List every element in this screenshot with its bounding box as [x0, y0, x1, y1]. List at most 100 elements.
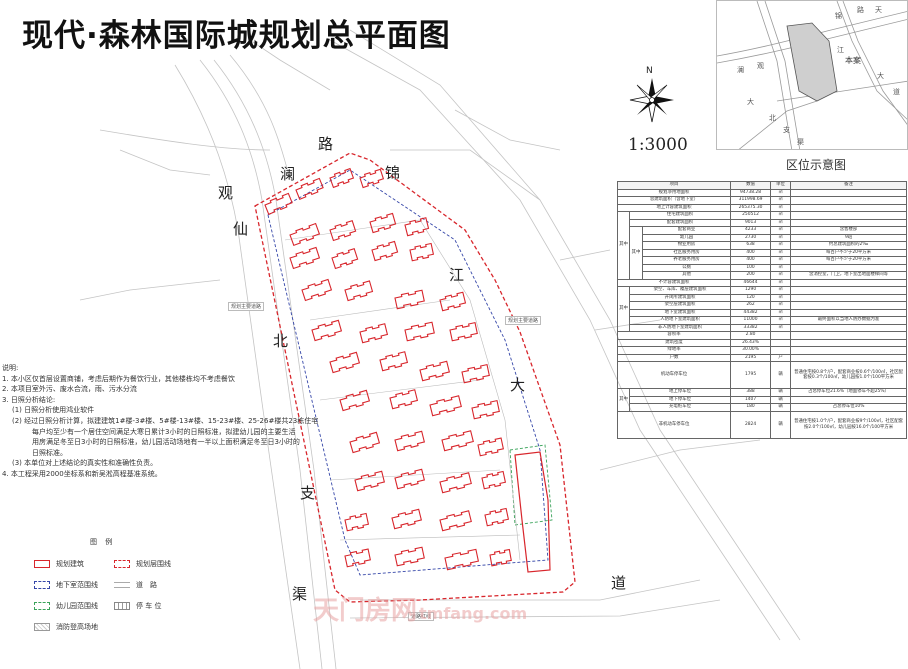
- building-footprint: [439, 291, 467, 312]
- road-label-jiang: 江: [449, 266, 465, 284]
- page-title: 现代·森林国际城规划总平面图: [22, 18, 451, 54]
- kindergarten-swatch-icon: [34, 602, 50, 610]
- row-value-cell: 388: [730, 388, 772, 397]
- row-unit-cell: [770, 338, 792, 347]
- legend-item: 规划层围线: [114, 559, 171, 569]
- row-label-cell: 不计容建筑面积: [616, 278, 732, 287]
- building-footprint: [461, 363, 490, 384]
- location-map: 天 锦 路 观 澜 江 本案 大 道 大 北 支 渠: [716, 0, 908, 150]
- kindergarten-outline: [509, 444, 553, 526]
- row-value-cell: 94738.28: [730, 188, 772, 197]
- row-unit-cell: 辆: [770, 388, 792, 397]
- row-label-cell: 架空层建筑面积: [628, 301, 732, 310]
- building-footprint: [489, 548, 512, 567]
- loc-label: 支: [783, 126, 790, 134]
- road-tag: 规划主要道路: [228, 302, 265, 311]
- loc-label: 本案: [845, 56, 861, 65]
- building-footprint: [311, 319, 343, 342]
- road-tag: 规划主要道路: [505, 316, 542, 325]
- row-label-cell: 容积率: [616, 331, 732, 340]
- row-unit-cell: ㎡: [770, 196, 792, 205]
- row-note-cell: [790, 203, 908, 212]
- loc-label: 观: [757, 62, 764, 70]
- row-label-cell: 地下室建筑面积: [628, 308, 732, 317]
- building-footprint: [394, 430, 426, 452]
- road-network: [79, 29, 801, 669]
- loc-label: 渠: [797, 138, 804, 146]
- road-label-guan: 观: [218, 184, 234, 202]
- road-swatch-icon: [114, 582, 130, 588]
- note-line: 用房满足冬至日3小时的日照标准，幼儿园活动场地有一半以上面积满足冬至日3小时的: [32, 438, 300, 447]
- parking-swatch-icon: [114, 602, 130, 610]
- building-footprint: [419, 360, 451, 382]
- legend-item: 规划建筑: [34, 559, 84, 569]
- row-unit-cell: ㎡: [770, 293, 792, 302]
- row-note-cell: [790, 323, 908, 332]
- building-footprint: [349, 431, 381, 454]
- legend: 图 例 规划建筑 规划层围线 地下室范围线 道 路 幼儿园范围线 停 车 位 消…: [28, 537, 228, 637]
- group-cell: 其中: [617, 211, 630, 280]
- note-line: 4. 本工程采用2000坐标系和新吴淞高程基准系统。: [2, 469, 162, 478]
- table-header-cell: 数值: [730, 181, 772, 190]
- building-footprint: [289, 246, 321, 270]
- row-unit-cell: ㎡: [770, 203, 792, 212]
- building-footprint: [359, 168, 385, 189]
- building-footprint: [394, 546, 425, 567]
- row-note-cell: [790, 218, 908, 227]
- loc-label: 道: [893, 88, 900, 96]
- loc-label: 天: [875, 6, 882, 14]
- row-value-cell: 638: [730, 241, 772, 250]
- row-unit-cell: 辆: [770, 410, 792, 439]
- building-footprint: [391, 508, 423, 530]
- road-label-lu: 路: [318, 135, 334, 153]
- row-note-cell: [790, 331, 908, 340]
- row-unit-cell: ㎡: [770, 323, 792, 332]
- scale-label: 1:3000: [628, 135, 688, 155]
- building-footprint: [441, 430, 474, 452]
- row-value-cell: 26.43%: [730, 338, 772, 347]
- internal-roads: [284, 219, 521, 561]
- row-value-cell: 311998.69: [730, 196, 772, 205]
- row-note-cell: 含售楼部: [790, 226, 908, 235]
- row-note-cell: [790, 308, 908, 317]
- legend-item: 地下室范围线: [34, 580, 98, 590]
- legend-label: 规划层围线: [136, 560, 171, 568]
- loc-label: 北: [769, 114, 776, 122]
- legend-item: 幼儿园范围线: [34, 601, 98, 611]
- row-note-cell: [790, 211, 908, 220]
- row-note-cell: [790, 286, 908, 295]
- row-unit-cell: ㎡: [770, 301, 792, 310]
- building-footprint: [371, 240, 399, 262]
- row-label-cell: 物业用房: [641, 241, 732, 250]
- table-header-cell: 项目: [616, 181, 732, 190]
- row-label-cell: 人防地下室建筑面积: [628, 316, 732, 325]
- row-value-cell: 46644: [730, 278, 772, 287]
- row-unit-cell: ㎡: [770, 226, 792, 235]
- row-value-cell: 44382: [730, 308, 772, 317]
- row-unit-cell: 户: [770, 353, 792, 362]
- row-label-cell: 户数: [616, 353, 732, 362]
- building-footprint: [289, 222, 321, 247]
- row-label-cell: 总建筑面积（含地下室）: [616, 196, 732, 205]
- road-label-lan: 澜: [280, 165, 296, 183]
- watermark-cn: 天门房网: [313, 596, 418, 626]
- note-line: 2. 本项目室外污、废水合流，雨、污水分流: [2, 385, 137, 394]
- row-value-cell: 400: [730, 248, 772, 257]
- building-footprint: [295, 177, 324, 200]
- row-unit-cell: ㎡: [770, 263, 792, 272]
- row-note-cell: [790, 395, 908, 404]
- row-value-cell: 250512: [730, 211, 772, 220]
- table-header-cell: 备注: [790, 181, 908, 190]
- note-line: (1) 日照分析使用鸿业软件: [12, 406, 95, 415]
